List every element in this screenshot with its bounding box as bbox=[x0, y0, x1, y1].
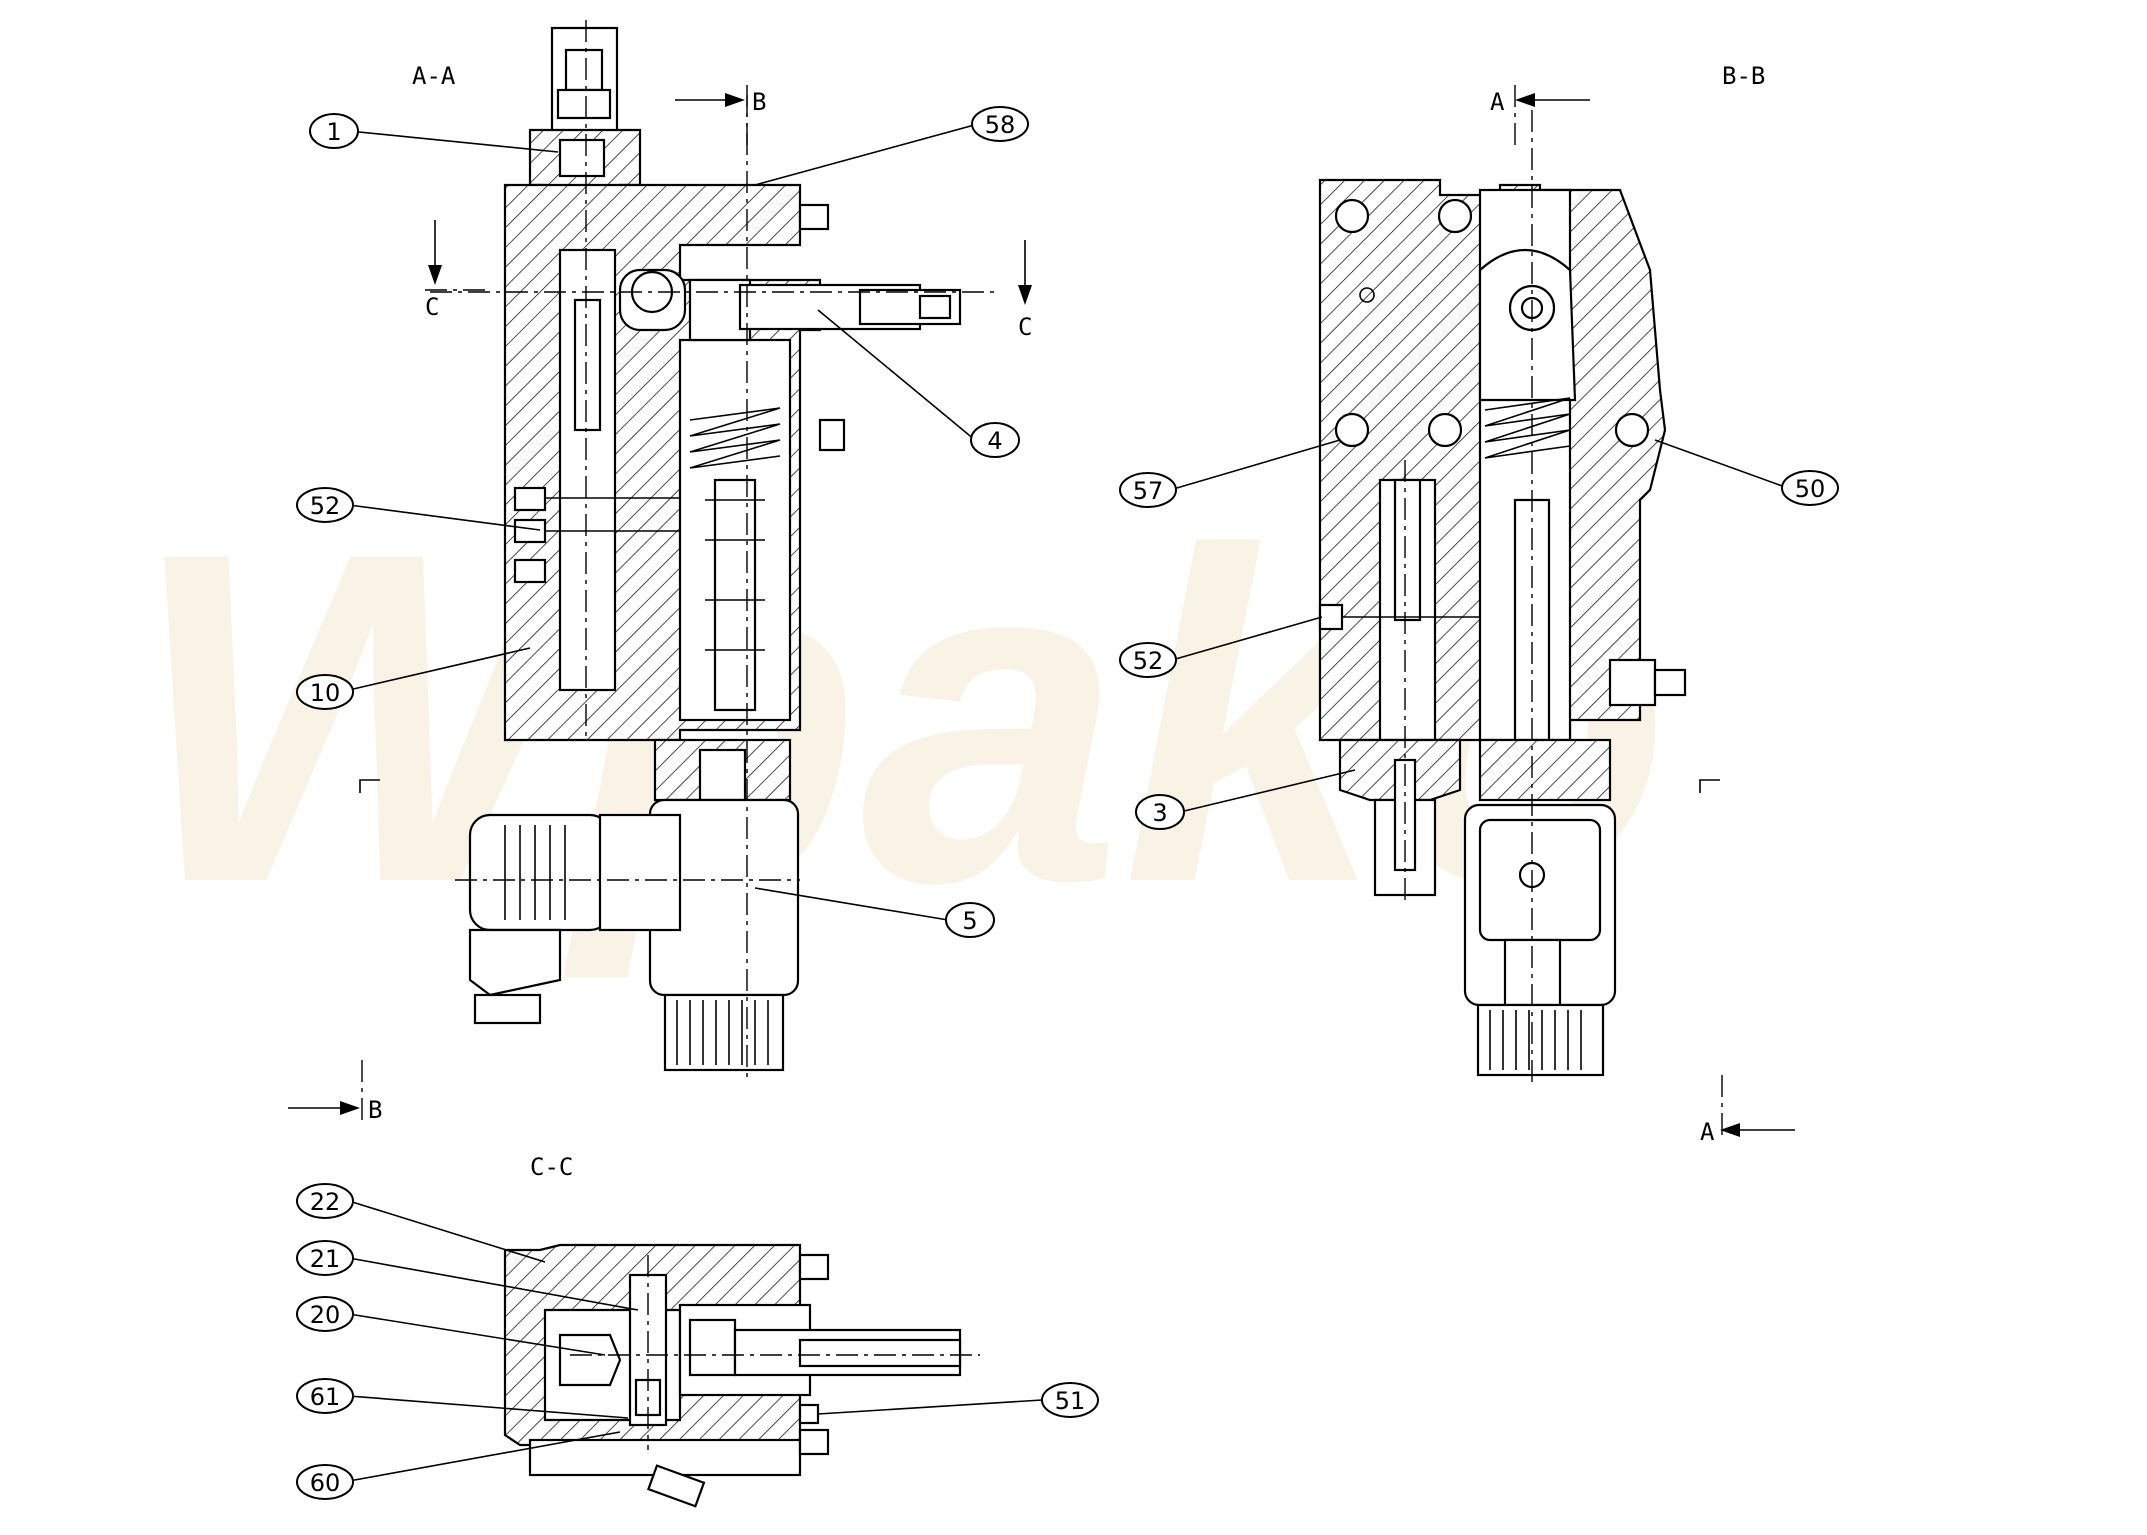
callout-22: 22 bbox=[296, 1183, 354, 1219]
section-marker-c-right: C bbox=[1018, 240, 1032, 341]
spring-b bbox=[1484, 397, 1571, 459]
view-title-bb: B-B bbox=[1722, 62, 1765, 90]
svg-text:60: 60 bbox=[310, 1469, 341, 1497]
section-marker-c-left: C bbox=[425, 220, 485, 321]
section-view-bb: B-B bbox=[1318, 62, 1765, 1085]
bolt-50 bbox=[1614, 412, 1650, 448]
view-title-cc: C-C bbox=[530, 1153, 573, 1181]
plug-52-a bbox=[513, 486, 547, 512]
svg-text:52: 52 bbox=[310, 492, 341, 520]
svg-text:61: 61 bbox=[310, 1383, 341, 1411]
spool bbox=[713, 478, 757, 712]
section-marker-a-bottom: A bbox=[1700, 1075, 1795, 1146]
callout-57: 57 bbox=[1119, 472, 1177, 508]
callout-20: 20 bbox=[296, 1296, 354, 1332]
callout-52-aa: 52 bbox=[296, 487, 354, 523]
svg-text:52: 52 bbox=[1133, 647, 1164, 675]
callout-60: 60 bbox=[296, 1464, 354, 1500]
callout-10: 10 bbox=[296, 674, 354, 710]
svg-text:21: 21 bbox=[310, 1245, 341, 1273]
callout-5: 5 bbox=[945, 902, 995, 938]
svg-text:50: 50 bbox=[1795, 475, 1826, 503]
svg-text:A: A bbox=[1700, 1118, 1715, 1146]
svg-text:10: 10 bbox=[310, 679, 341, 707]
callout-3: 3 bbox=[1135, 794, 1185, 830]
callout-21: 21 bbox=[296, 1240, 354, 1276]
callout-1: 1 bbox=[309, 113, 359, 149]
svg-text:22: 22 bbox=[310, 1188, 341, 1216]
svg-text:51: 51 bbox=[1055, 1387, 1086, 1415]
svg-text:1: 1 bbox=[326, 118, 341, 146]
callout-51: 51 bbox=[1041, 1382, 1099, 1418]
callout-61: 61 bbox=[296, 1378, 354, 1414]
section-view-cc: C-C bbox=[503, 1153, 980, 1508]
svg-text:A: A bbox=[1490, 88, 1505, 116]
callout-58: 58 bbox=[971, 106, 1029, 142]
svg-text:C: C bbox=[425, 293, 439, 321]
svg-text:5: 5 bbox=[962, 907, 977, 935]
bolt-top-right bbox=[798, 203, 830, 231]
svg-text:58: 58 bbox=[985, 111, 1016, 139]
view-title-aa: A-A bbox=[412, 62, 456, 90]
connector-plug bbox=[468, 813, 612, 932]
svg-text:57: 57 bbox=[1133, 477, 1164, 505]
svg-text:20: 20 bbox=[310, 1301, 341, 1329]
section-view-aa: A-A bbox=[359, 20, 1720, 1080]
svg-text:4: 4 bbox=[987, 427, 1002, 455]
callout-52-bb: 52 bbox=[1119, 642, 1177, 678]
section-marker-b-top: B bbox=[675, 85, 766, 150]
section-marker-b-bottom: B bbox=[288, 1060, 382, 1125]
callout-leaders bbox=[348, 123, 1786, 1482]
spring-a bbox=[689, 407, 781, 469]
svg-text:B: B bbox=[752, 88, 766, 116]
svg-text:3: 3 bbox=[1152, 799, 1167, 827]
svg-text:B: B bbox=[368, 1096, 382, 1124]
section-marker-a-top: A bbox=[1490, 85, 1590, 150]
callout-50: 50 bbox=[1781, 470, 1839, 506]
callout-4: 4 bbox=[970, 422, 1020, 458]
svg-text:C: C bbox=[1018, 313, 1032, 341]
bolt-57a bbox=[1334, 198, 1370, 234]
